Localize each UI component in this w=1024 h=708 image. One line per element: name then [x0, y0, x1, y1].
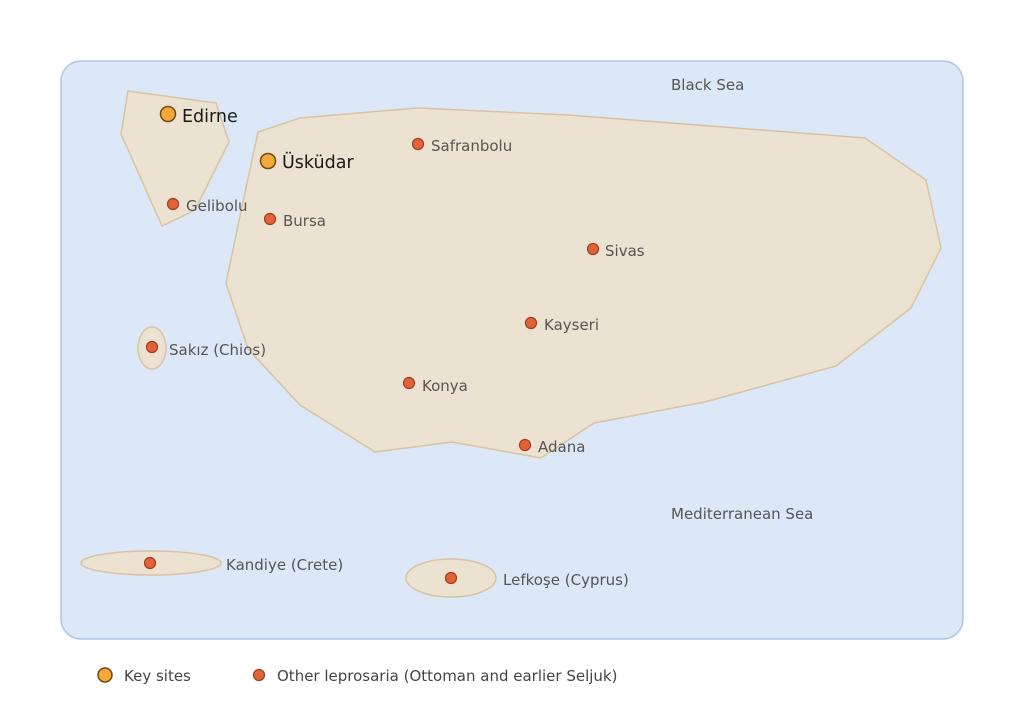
site-marker	[586, 242, 600, 256]
site-label: Sivas	[605, 242, 645, 260]
legend-key-site-marker	[97, 667, 113, 683]
site-safranbolu: Safranbolu	[411, 137, 512, 155]
site-label: Kandiye (Crete)	[226, 556, 343, 574]
site-sivas: Sivas	[586, 242, 645, 260]
site-sakiz: Sakız (Chios)	[145, 340, 266, 359]
site-marker	[402, 376, 416, 390]
key-site-marker	[159, 105, 177, 123]
site-label: Adana	[538, 438, 585, 456]
site-gelibolu: Gelibolu	[166, 197, 248, 215]
key-site-marker	[259, 152, 277, 170]
site-label: Kayseri	[544, 316, 599, 334]
site-marker	[166, 197, 180, 211]
legend: Key sites Other leprosaria (Ottoman and …	[97, 667, 617, 685]
legend-other-site-marker	[252, 668, 266, 682]
site-marker	[524, 316, 538, 330]
site-label: Lefkoşe (Cyprus)	[503, 571, 629, 589]
site-label: Konya	[422, 377, 468, 395]
legend-other-sites-label: Other leprosaria (Ottoman and earlier Se…	[277, 667, 617, 685]
site-marker	[145, 340, 159, 354]
legend-other-sites: Other leprosaria (Ottoman and earlier Se…	[252, 667, 617, 685]
site-label: Bursa	[283, 212, 326, 230]
site-marker	[444, 571, 458, 585]
key-site-edirne: Edirne	[159, 105, 238, 127]
site-marker	[411, 137, 425, 151]
thrace-landmass	[120, 90, 230, 228]
anatolia-landmass	[225, 107, 942, 459]
legend-key-sites: Key sites	[97, 667, 191, 685]
site-konya: Konya	[402, 376, 468, 395]
key-site-uskudar: Üsküdar	[259, 151, 354, 173]
key-site-label: Üsküdar	[282, 151, 354, 173]
black-sea-label: Black Sea	[671, 76, 744, 94]
site-bursa: Bursa	[263, 212, 326, 230]
legend-key-sites-label: Key sites	[124, 667, 191, 685]
site-lefkose: Lefkoşe (Cyprus)	[444, 571, 629, 589]
site-adana: Adana	[518, 438, 585, 456]
site-label: Gelibolu	[186, 197, 248, 215]
site-label: Safranbolu	[431, 137, 512, 155]
site-label: Sakız (Chios)	[169, 341, 266, 359]
mediterranean-sea-label: Mediterranean Sea	[671, 505, 813, 523]
site-marker	[263, 212, 277, 226]
site-kandiye: Kandiye (Crete)	[143, 556, 343, 574]
key-site-label: Edirne	[182, 107, 238, 127]
site-marker	[143, 556, 157, 570]
site-kayseri: Kayseri	[524, 316, 599, 334]
site-marker	[518, 438, 532, 452]
